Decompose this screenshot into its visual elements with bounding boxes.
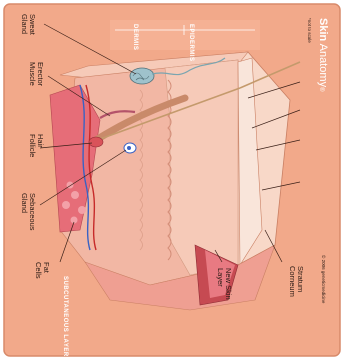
label-fat-cells-line2: Cells [34,262,43,279]
diagram-title: Skin Anatomy® [317,18,329,92]
epidermis-header: EPIDERMIS [188,24,194,62]
fat-cell [78,206,86,214]
label-erector-muscle: Erector Muscle [28,62,45,87]
fat-cell [62,201,70,209]
label-sweat-gland-line2: Gland [20,14,29,34]
label-stratum-corneum-line2: Corneum [288,266,297,297]
scale-note: *not to scale [307,18,312,43]
label-hair-follicle-line2: Follicle [28,134,37,157]
label-sebaceous-gland-line2: Gland [20,193,29,213]
hair-bulb [89,137,103,147]
label-sweat-gland: Sweat Gland [20,14,37,36]
subcutaneous-header: SUBCUTANEOUS LAYER [62,276,68,357]
label-erector-muscle-line2: Muscle [28,62,37,86]
label-new-skin-layer-line2: Layer [216,268,225,287]
sebaceous-gland-center [127,146,131,150]
fat-cell [71,191,79,199]
label-stratum-corneum: Stratum Corneum [288,266,305,297]
copyright: © 2006 geneticmedicine [321,255,327,304]
dermis-header: DERMIS [132,24,138,50]
sweat-gland-body [130,68,154,84]
